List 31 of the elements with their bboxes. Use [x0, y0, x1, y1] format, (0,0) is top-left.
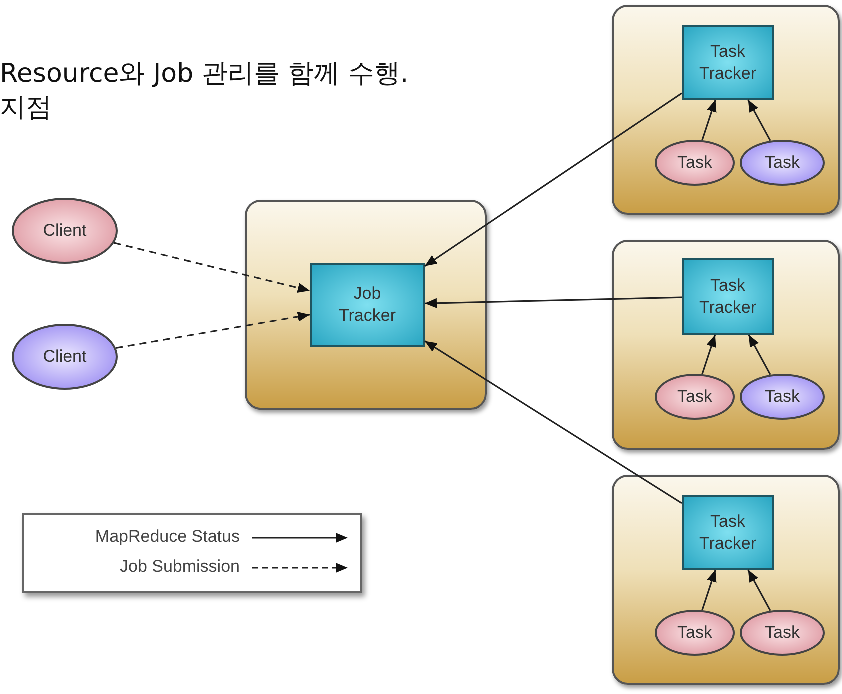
arrow [748, 570, 772, 612]
arrow [702, 100, 717, 141]
tracker-box: Task Tracker [682, 25, 774, 100]
arrow [702, 570, 717, 611]
note-text: 지점 [0, 92, 52, 124]
arrow [424, 340, 682, 504]
ellipse-node: Task [655, 610, 735, 656]
tracker-box: Task Tracker [682, 258, 774, 335]
arrow [702, 334, 716, 375]
tracker-box: Task Tracker [682, 495, 774, 570]
server-panel [612, 475, 840, 685]
ellipse-node: Task [740, 140, 825, 186]
legend-text: MapReduce Status [95, 527, 240, 547]
ellipse-node: Task [655, 140, 735, 186]
server-panel [612, 240, 840, 450]
arrow [748, 334, 772, 376]
ellipse-node: Client [12, 324, 118, 390]
note-text: Resource와 Job 관리를 함께 수행. [0, 58, 409, 90]
server-panel [612, 5, 840, 215]
ellipse-node: Task [740, 610, 825, 656]
ellipse-node: Task [655, 374, 735, 420]
arrow [116, 312, 310, 349]
arrow [424, 92, 682, 267]
arrow [748, 100, 772, 142]
arrow [424, 296, 682, 308]
server-panel [245, 200, 487, 410]
tracker-box: Job Tracker [310, 263, 425, 347]
ellipse-node: Task [740, 374, 825, 420]
arrow [114, 242, 310, 293]
legend-text: Job Submission [120, 557, 240, 577]
ellipse-node: Client [12, 198, 118, 264]
